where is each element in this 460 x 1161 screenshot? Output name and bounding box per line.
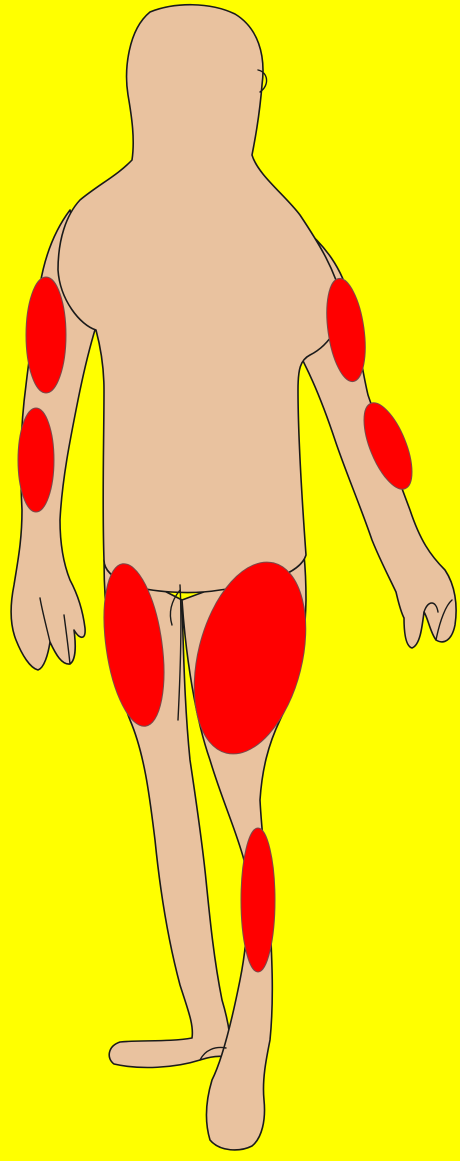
right-calf-highlight <box>241 828 275 972</box>
left-upper-arm-highlight <box>26 277 66 393</box>
left-forearm-highlight <box>18 408 54 512</box>
